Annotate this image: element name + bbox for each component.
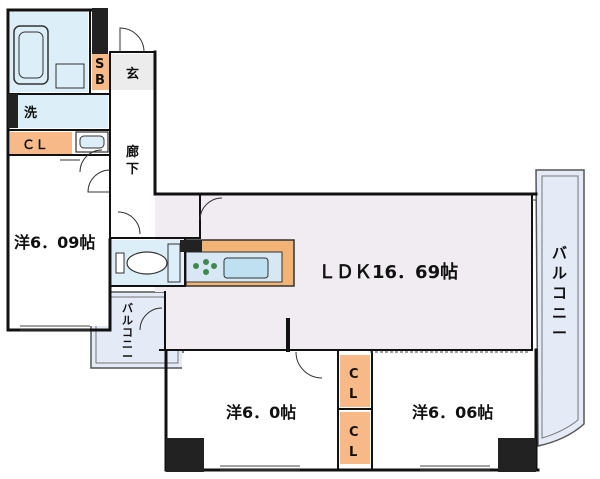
western-room-2-floor	[182, 353, 338, 469]
western-room-1-label: 洋6．09帖	[14, 233, 95, 252]
svg-text:バ: バ	[122, 302, 133, 315]
kitchen-counter	[185, 239, 295, 287]
svg-text:バ: バ	[552, 244, 567, 262]
svg-text:ニ: ニ	[552, 304, 567, 322]
shoebox-label-2: B	[95, 73, 105, 88]
doors	[60, 27, 323, 379]
entrance-floor	[110, 54, 155, 90]
shoebox-floor	[92, 54, 110, 90]
corridor-floor	[110, 88, 155, 238]
corridor-label-1: 廊	[126, 144, 139, 160]
svg-text:コ: コ	[122, 326, 133, 339]
svg-text:ー: ー	[552, 324, 567, 342]
structural-columns	[8, 8, 536, 472]
ldk-label: ＬＤＫ16．69帖	[318, 261, 458, 283]
shoebox-label-1: S	[95, 57, 104, 72]
western-room-3-label: 洋6．06帖	[412, 403, 493, 422]
western-room-2-label: 洋6．0帖	[226, 403, 296, 422]
floors	[10, 12, 533, 469]
windows	[20, 199, 536, 471]
closet-mid-label-2: L	[349, 387, 357, 402]
balcony-right	[535, 169, 585, 447]
closet-low-label-2: L	[349, 445, 357, 460]
svg-text:ル: ル	[552, 264, 567, 282]
closet-low-floor	[340, 412, 370, 464]
balcony-small-label: バ ル コ ニ ー	[122, 302, 133, 363]
entrance-label: 玄	[126, 66, 139, 82]
ldk-floor	[155, 194, 532, 350]
closet-top-floor	[10, 132, 72, 154]
svg-text:コ: コ	[552, 284, 567, 302]
balcony-right-label: バ ル コ ニ ー	[552, 244, 567, 342]
svg-text:ル: ル	[122, 314, 133, 327]
closet-mid-label-1: C	[349, 367, 359, 382]
closet-mid-floor	[340, 355, 370, 407]
bathtub	[13, 25, 49, 85]
closet-top-label: ＣＬ	[22, 138, 48, 153]
western-room-1-floor	[10, 156, 110, 326]
corridor-label-2: 下	[126, 162, 139, 177]
svg-text:ニ: ニ	[122, 338, 133, 351]
svg-text:ー: ー	[122, 350, 133, 363]
laundry-label: 洗	[24, 105, 37, 121]
washroom-floor	[10, 94, 108, 128]
fixtures	[13, 25, 295, 287]
toilet	[126, 251, 168, 275]
labels: ＬＤＫ16．69帖 洋6．09帖 洋6．0帖 洋6．06帖 玄 廊 下 洗 S …	[14, 57, 567, 460]
closet-low-label-1: C	[349, 425, 359, 440]
